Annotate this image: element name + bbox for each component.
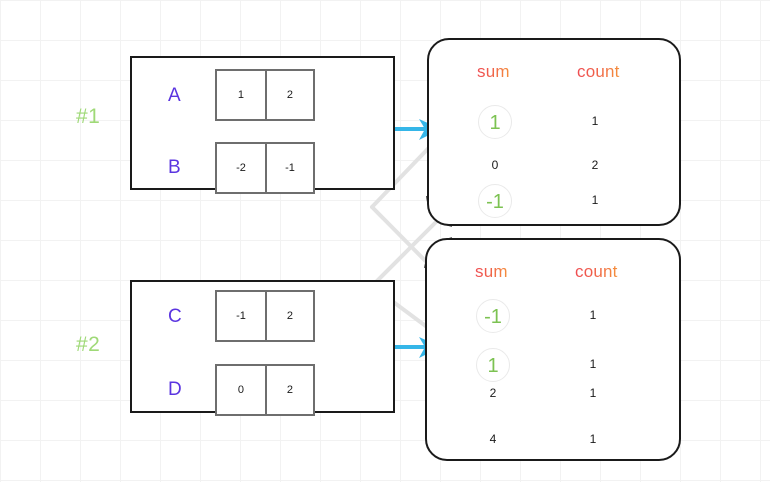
panel-2-row-3-sum: 4 — [489, 432, 497, 446]
panel-1-row-2-count: 1 — [591, 193, 599, 207]
source-row-label-d: D — [168, 379, 182, 400]
source-cell-a-0: 1 — [237, 89, 245, 101]
source-cell-d-0: 0 — [237, 384, 245, 396]
panel-2-row-3-count: 1 — [589, 432, 597, 446]
source-box-1: A 1 2 B -2 -1 — [130, 56, 395, 194]
panel-2-row-2-sum: 2 — [489, 386, 497, 400]
source-pair-c: -1 2 — [215, 290, 315, 342]
step-marker-2: #2 — [76, 333, 101, 356]
source-cell-c-0: -1 — [236, 310, 246, 322]
panel-2-row-0-sum: -1 — [476, 299, 510, 333]
panel-2-row-0-count: 1 — [589, 308, 597, 322]
panel-2-header-count: count — [575, 262, 618, 281]
step-marker-1: #1 — [76, 105, 101, 128]
panel-1-header-sum: sum — [477, 62, 510, 81]
panel-1-row-1-count: 2 — [591, 158, 599, 172]
source-row-label-a: A — [168, 85, 181, 106]
source-cell-b-0: -2 — [236, 162, 246, 174]
panel-2-row-1-count: 1 — [589, 357, 597, 371]
source-box-2: C -1 2 D 0 2 — [130, 280, 395, 416]
result-panel-1: sum count 1 1 0 2 -1 1 — [427, 38, 681, 226]
source-pair-b: -2 -1 — [215, 142, 315, 194]
panel-1-row-1-sum: 0 — [491, 158, 499, 172]
panel-1-header-count: count — [577, 62, 620, 81]
result-panel-2: sum count -1 1 1 1 2 1 4 1 — [425, 238, 681, 461]
panel-1-row-2-sum: -1 — [478, 184, 512, 218]
source-cell-b-1: -1 — [264, 144, 313, 192]
panel-2-row-1-sum: 1 — [476, 348, 510, 382]
source-cell-c-1: 2 — [264, 292, 313, 340]
source-pair-d: 0 2 — [215, 364, 315, 416]
source-row-label-b: B — [168, 157, 181, 178]
source-row-label-c: C — [168, 306, 182, 327]
panel-2-header-sum: sum — [475, 262, 508, 281]
source-pair-a: 1 2 — [215, 69, 315, 121]
source-cell-a-1: 2 — [264, 71, 313, 119]
panel-1-row-0-sum: 1 — [478, 105, 512, 139]
panel-1-row-0-count: 1 — [591, 114, 599, 128]
source-cell-d-1: 2 — [264, 366, 313, 414]
panel-2-row-2-count: 1 — [589, 386, 597, 400]
